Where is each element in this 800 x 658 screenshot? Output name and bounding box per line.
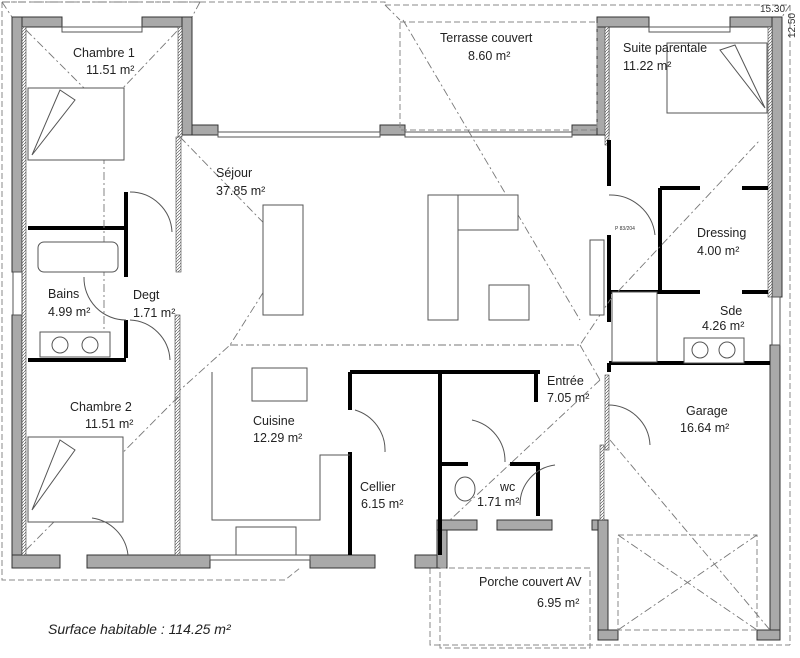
room-area-garage: 16.64 m² — [680, 421, 729, 435]
insulation — [21, 26, 773, 556]
furniture — [27, 42, 768, 556]
kitchen-island — [251, 367, 308, 402]
kitchen-sink — [235, 526, 297, 556]
dining-table — [262, 204, 304, 316]
bathtub — [37, 241, 119, 273]
room-name-chambre1: Chambre 1 — [73, 46, 135, 60]
room-area-degt: 1.71 m² — [133, 306, 175, 320]
room-name-bains: Bains — [48, 287, 79, 301]
doors[interactable] — [83, 191, 656, 556]
room-name-sejour: Séjour — [216, 166, 252, 180]
room-name-wc: wc — [499, 480, 515, 494]
room-name-cuisine: Cuisine — [253, 414, 295, 428]
room-area-dressing: 4.00 m² — [697, 244, 739, 258]
roof-ridges — [25, 19, 771, 631]
room-area-cuisine: 12.29 m² — [253, 431, 302, 445]
interior-walls — [28, 140, 770, 555]
room-area-entree: 7.05 m² — [547, 391, 589, 405]
room-labels: Chambre 1 11.51 m² Terrasse couvert 8.60… — [48, 31, 746, 610]
room-area-sde: 4.26 m² — [702, 319, 744, 333]
shower — [611, 291, 658, 363]
room-area-porche: 6.95 m² — [537, 596, 579, 610]
room-area-chambre2: 11.51 m² — [85, 417, 133, 431]
room-name-porche: Porche couvert AV — [479, 575, 582, 589]
room-name-terrasse: Terrasse couvert — [440, 31, 533, 45]
room-name-cellier: Cellier — [360, 480, 395, 494]
dimension-width: 15.30 — [760, 4, 785, 15]
door-reference: P 83/204 — [615, 226, 635, 232]
room-name-degt: Degt — [133, 288, 160, 302]
room-area-bains: 4.99 m² — [48, 305, 90, 319]
coffee-table — [488, 284, 530, 321]
room-name-suite: Suite parentale — [623, 41, 707, 55]
room-area-chambre1: 11.51 m² — [86, 63, 134, 77]
room-name-garage: Garage — [686, 404, 728, 418]
room-name-sde: Sde — [720, 304, 742, 318]
double-sink-bains — [39, 331, 111, 358]
room-name-entree: Entrée — [547, 374, 584, 388]
room-area-wc: 1.71 m² — [477, 495, 519, 509]
bed-chambre1 — [27, 87, 125, 161]
dimension-depth: 12.50 — [787, 13, 798, 38]
room-name-dressing: Dressing — [697, 226, 746, 240]
room-name-chambre2: Chambre 2 — [70, 400, 132, 414]
double-sink-sde — [683, 337, 745, 364]
toilet — [454, 476, 476, 502]
fireplace — [589, 239, 605, 316]
room-area-suite: 11.22 m² — [623, 59, 671, 73]
room-area-terrasse: 8.60 m² — [468, 49, 510, 63]
roof-outline — [1, 1, 791, 646]
room-area-cellier: 6.15 m² — [361, 497, 403, 511]
room-area-sejour: 37.85 m² — [216, 184, 265, 198]
surface-habitable: Surface habitable : 114.25 m² — [48, 621, 232, 637]
